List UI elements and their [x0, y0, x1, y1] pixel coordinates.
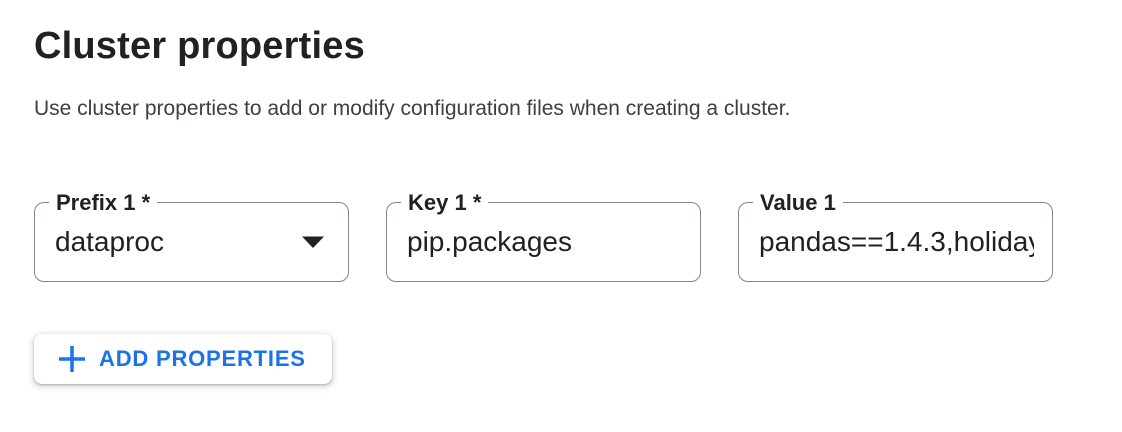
property-row: Prefix 1 * dataproc Key 1 * Value 1 — [34, 189, 1088, 282]
key-label: Key 1 * — [401, 189, 489, 216]
page-title: Cluster properties — [34, 25, 365, 67]
prefix-select[interactable]: Prefix 1 * dataproc — [34, 189, 349, 282]
arrow-drop-down-icon — [302, 236, 324, 248]
key-input[interactable] — [407, 226, 682, 258]
plus-icon — [59, 346, 85, 372]
value-input[interactable] — [759, 226, 1034, 258]
cluster-properties-section: Cluster properties Use cluster propertie… — [34, 25, 1088, 384]
add-properties-button[interactable]: ADD PROPERTIES — [34, 334, 332, 384]
page-description: Use cluster properties to add or modify … — [34, 97, 791, 120]
value-label: Value 1 — [753, 189, 843, 216]
prefix-value: dataproc — [55, 226, 164, 257]
key-field: Key 1 * — [386, 189, 701, 282]
actions-row: ADD PROPERTIES — [34, 334, 1088, 384]
value-field: Value 1 — [738, 189, 1053, 282]
prefix-label: Prefix 1 * — [49, 189, 158, 216]
add-properties-label: ADD PROPERTIES — [99, 346, 306, 371]
